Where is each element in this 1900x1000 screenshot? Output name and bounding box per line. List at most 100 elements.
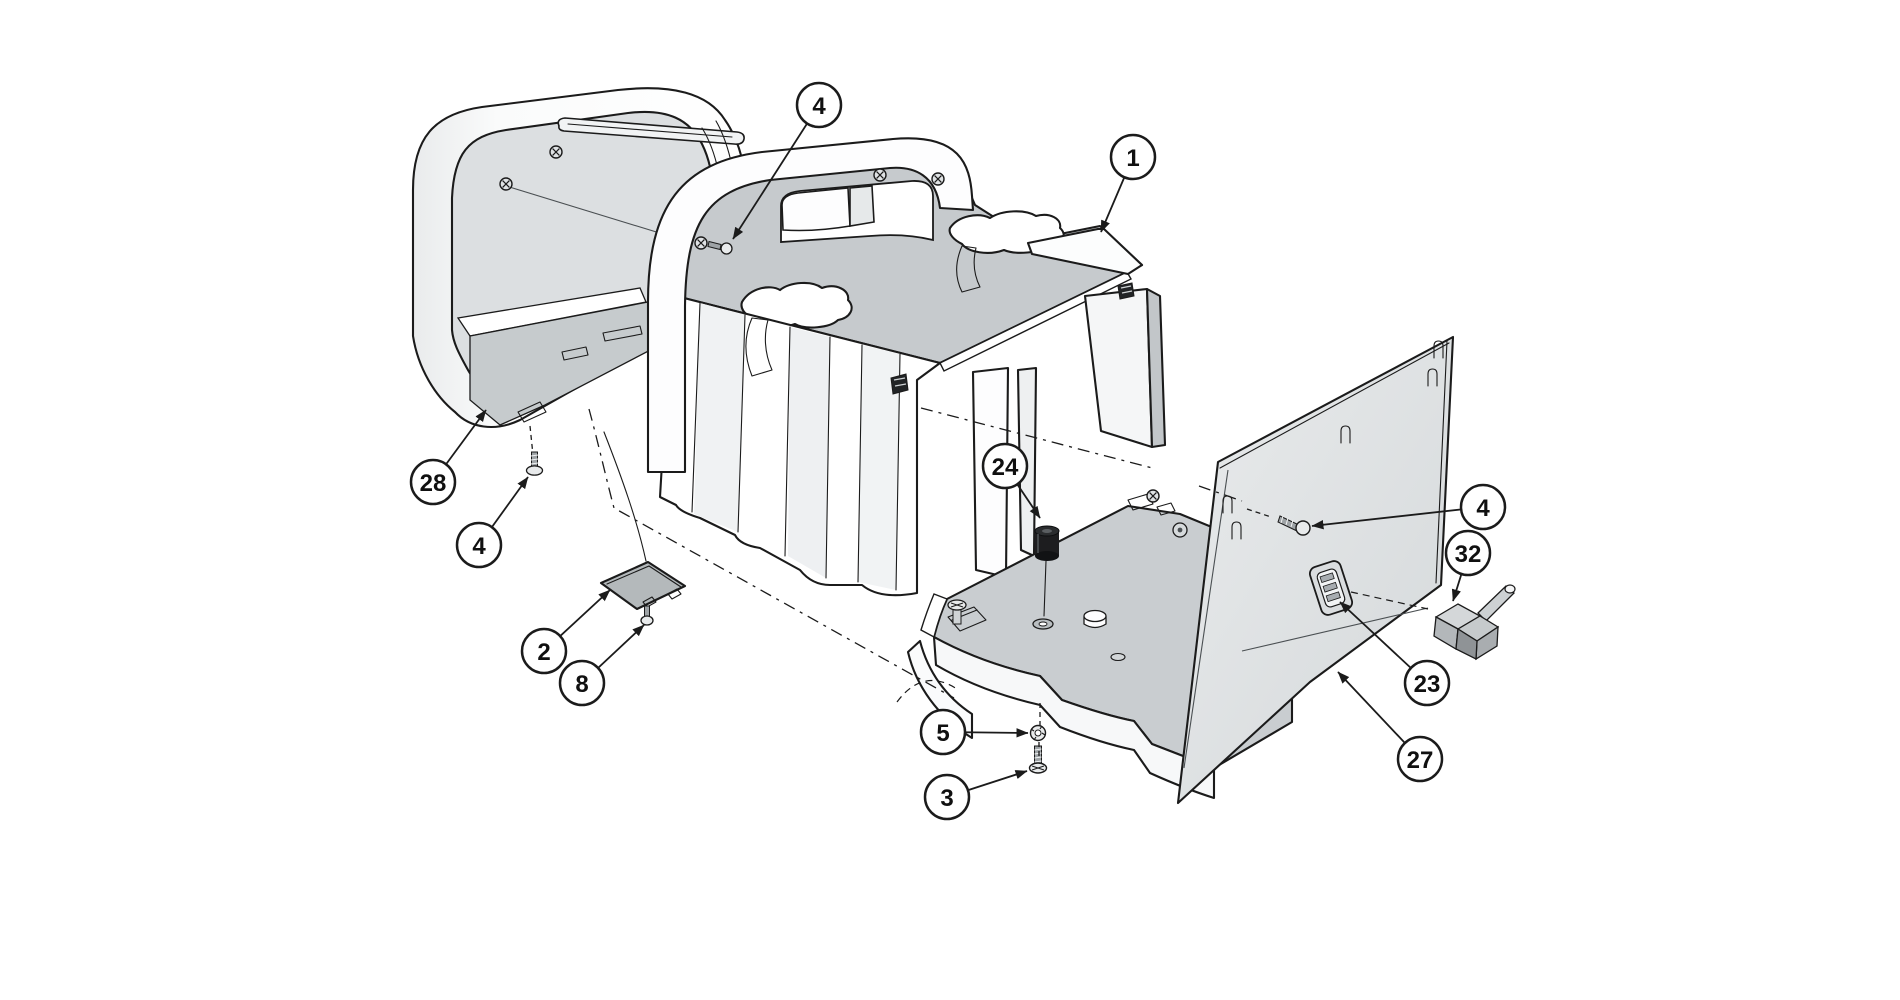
- deck-tab: [1156, 502, 1176, 516]
- foot-alignment-line: [1043, 560, 1047, 617]
- callout-circle: [1403, 659, 1451, 707]
- latch-slat: [1325, 591, 1341, 603]
- deck-knob: [1083, 609, 1107, 623]
- clip-fastener-icon: [1117, 282, 1135, 300]
- callout-circle: [558, 659, 606, 707]
- screw-head-icon: [931, 172, 945, 186]
- callout-27: 27: [1337, 671, 1444, 783]
- assembly-axis-line: [588, 408, 955, 699]
- screw-threads: [530, 454, 539, 465]
- screw-threads: [1280, 515, 1294, 528]
- callout-23: 23: [1339, 601, 1451, 707]
- rear-panel-part: [1176, 335, 1516, 805]
- screw-axis-dash: [1246, 508, 1272, 518]
- callout-circle: [919, 708, 967, 756]
- panel-edge-inner-line: [1435, 340, 1448, 584]
- callout-label: 2: [537, 639, 550, 666]
- clip-body: [890, 373, 909, 395]
- front-arch-band: [646, 137, 975, 474]
- foot-top-hole: [1042, 529, 1052, 533]
- clip-detail: [893, 377, 907, 387]
- callout-1: 1: [1100, 133, 1157, 233]
- callout-label: 24: [992, 454, 1019, 481]
- leader-line: [1311, 506, 1484, 530]
- screw-hole-icon: [694, 236, 708, 250]
- callout-32: 32: [1444, 529, 1492, 602]
- stud-cross: [950, 602, 964, 608]
- screw-head-icon: [549, 145, 563, 159]
- clip-fastener-icon: [890, 373, 909, 395]
- bracket: [947, 606, 987, 632]
- latch-slat: [1319, 572, 1335, 584]
- callout-circle: [455, 521, 503, 569]
- callout-circle: [1396, 735, 1444, 783]
- interior-crease-line: [505, 185, 677, 239]
- plate-leader-curve: [603, 431, 647, 562]
- callout-circle: [795, 81, 843, 129]
- skirt-fold-shade: [858, 345, 900, 590]
- floor-cutout: [561, 346, 589, 361]
- callout-label: 4: [472, 533, 486, 560]
- callout-label: 1: [1126, 145, 1139, 172]
- callout-circle: [923, 773, 971, 821]
- latch-part: [1308, 560, 1354, 616]
- callout-circle: [981, 442, 1029, 490]
- alignment-arc: [896, 680, 958, 703]
- stud-screw-icon: [947, 599, 987, 632]
- callouts-layer: 4 1 28 4 2 8 24: [409, 81, 1507, 821]
- handle-grip-side: [849, 185, 875, 227]
- connector-pin-tip: [1504, 584, 1516, 594]
- foot-bottom: [1035, 551, 1059, 561]
- callout-4-right: 4: [1311, 483, 1507, 531]
- deck-tab: [1127, 493, 1154, 511]
- callout-circle: [1109, 133, 1157, 181]
- screw-threads: [1034, 748, 1042, 763]
- callout-24: 24: [981, 442, 1041, 519]
- screw-icon: [640, 605, 654, 626]
- base-deck-corner-band: [920, 593, 948, 639]
- rim-ledge: [1026, 227, 1144, 276]
- callout-2: 2: [520, 589, 611, 675]
- washer-icon: [1029, 724, 1047, 742]
- clip-body: [1117, 282, 1135, 300]
- washer-hole: [1034, 729, 1042, 737]
- alignment-lines: [588, 407, 1429, 757]
- skirt-fold-shade: [694, 303, 745, 532]
- connector-body-front: [1455, 627, 1478, 661]
- washer-teeth: [1030, 725, 1046, 741]
- screw-flange-head: [525, 465, 544, 476]
- plate-tab: [667, 588, 682, 600]
- callout-3: 3: [923, 770, 1028, 821]
- callout-label: 32: [1455, 541, 1482, 568]
- rubber-foot-part: [1034, 525, 1060, 561]
- assembly-axis-line: [1198, 485, 1243, 502]
- screw-head-icon: [1146, 489, 1160, 503]
- connector-axis-dash: [1350, 591, 1429, 610]
- top-cover-part: [646, 137, 1167, 597]
- top-handle-slot-inner: [567, 123, 733, 138]
- callout-circle: [1444, 529, 1492, 577]
- side-skirt-flap-edge: [1145, 287, 1167, 449]
- callout-5: 5: [919, 708, 1029, 756]
- screw-axis-dash: [529, 425, 534, 456]
- callout-4-left: 4: [455, 476, 529, 569]
- callout-label: 23: [1414, 671, 1441, 698]
- screw-shaft: [707, 240, 722, 251]
- access-plate-edge: [606, 565, 682, 588]
- power-connector-part: [1433, 584, 1516, 661]
- callout-label: 28: [420, 470, 447, 497]
- floor-tab: [517, 401, 547, 423]
- skirt-fold-line: [691, 302, 901, 591]
- callout-label: 3: [940, 785, 953, 812]
- plate-tab: [642, 596, 657, 608]
- screw-head: [720, 242, 733, 255]
- callout-circle: [520, 627, 568, 675]
- vent-spout: [956, 245, 981, 293]
- panel-edge-inner-line: [1219, 342, 1450, 469]
- panel-fold-line: [1183, 469, 1229, 769]
- callout-28: 28: [409, 409, 487, 506]
- latch-slat: [1322, 581, 1338, 593]
- callout-4-top: 4: [732, 81, 843, 240]
- skirt-fold-shade: [788, 327, 830, 578]
